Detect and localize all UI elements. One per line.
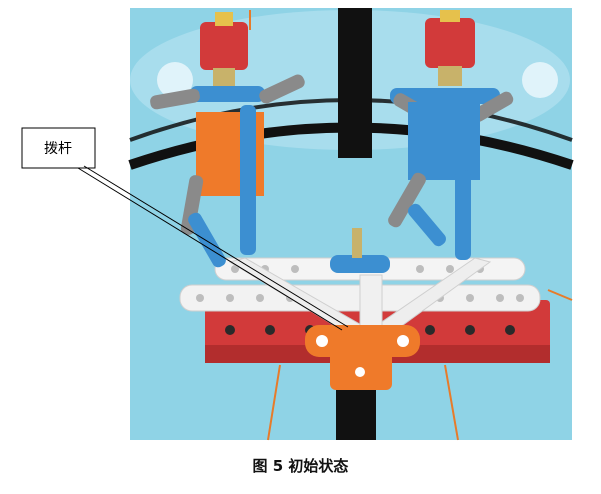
figure-caption: 图 5 初始状态 [252, 457, 349, 475]
right-robot [388, 10, 514, 260]
left-robot [150, 12, 305, 268]
orange-lever [305, 325, 420, 390]
callout: 拨杆 [21, 127, 349, 331]
callout-label: 拨杆 [44, 141, 72, 157]
center-connector [330, 228, 390, 273]
